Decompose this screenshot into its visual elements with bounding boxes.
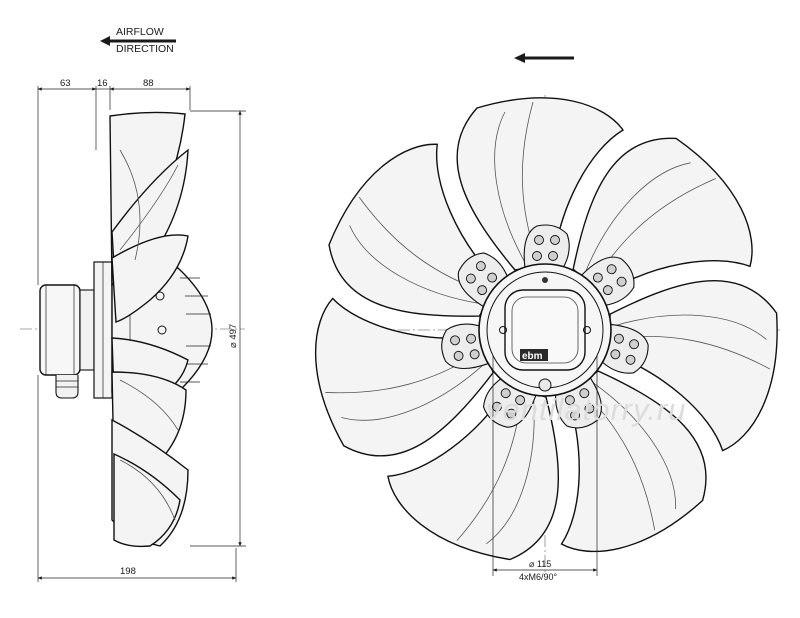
front-view: ebm ⌀ 115 4xM6/90°	[300, 53, 792, 582]
hub-diameter-label: ⌀ 115	[529, 559, 551, 569]
overall-length-dimension: 198	[37, 375, 237, 582]
airflow-arrow-icon	[100, 36, 176, 46]
bolt-pattern-label: 4xM6/90°	[519, 572, 558, 582]
airflow-direction: AIRFLOW DIRECTION	[100, 26, 176, 55]
front-blades	[300, 97, 792, 578]
dim-63-label: 63	[60, 78, 71, 89]
blade-mounting-lugs	[436, 224, 653, 436]
side-view: 63 16 88 198 ⌀ 497	[20, 78, 246, 582]
airflow-label-line2: DIRECTION	[116, 43, 174, 55]
motor-housing	[39, 261, 113, 399]
dim-198-label: 198	[120, 566, 136, 577]
nameplate-text: ebm	[522, 351, 543, 362]
hub-dimension: ⌀ 115 4xM6/90°	[492, 355, 598, 582]
front-hub: ebm	[478, 263, 612, 397]
nameplate-logo	[520, 349, 548, 361]
watermark: ventilatorry.ru	[486, 392, 687, 427]
rotation-arrow-icon	[514, 53, 574, 63]
dim-88-label: 88	[143, 78, 154, 89]
dim-16-label: 16	[97, 78, 108, 89]
dim-497-label: ⌀ 497	[228, 324, 239, 348]
airflow-label-line1: AIRFLOW	[116, 26, 164, 38]
side-blades	[109, 111, 189, 548]
top-dimensions: 63 16 88	[37, 78, 191, 285]
diameter-dimension: ⌀ 497	[190, 110, 246, 547]
